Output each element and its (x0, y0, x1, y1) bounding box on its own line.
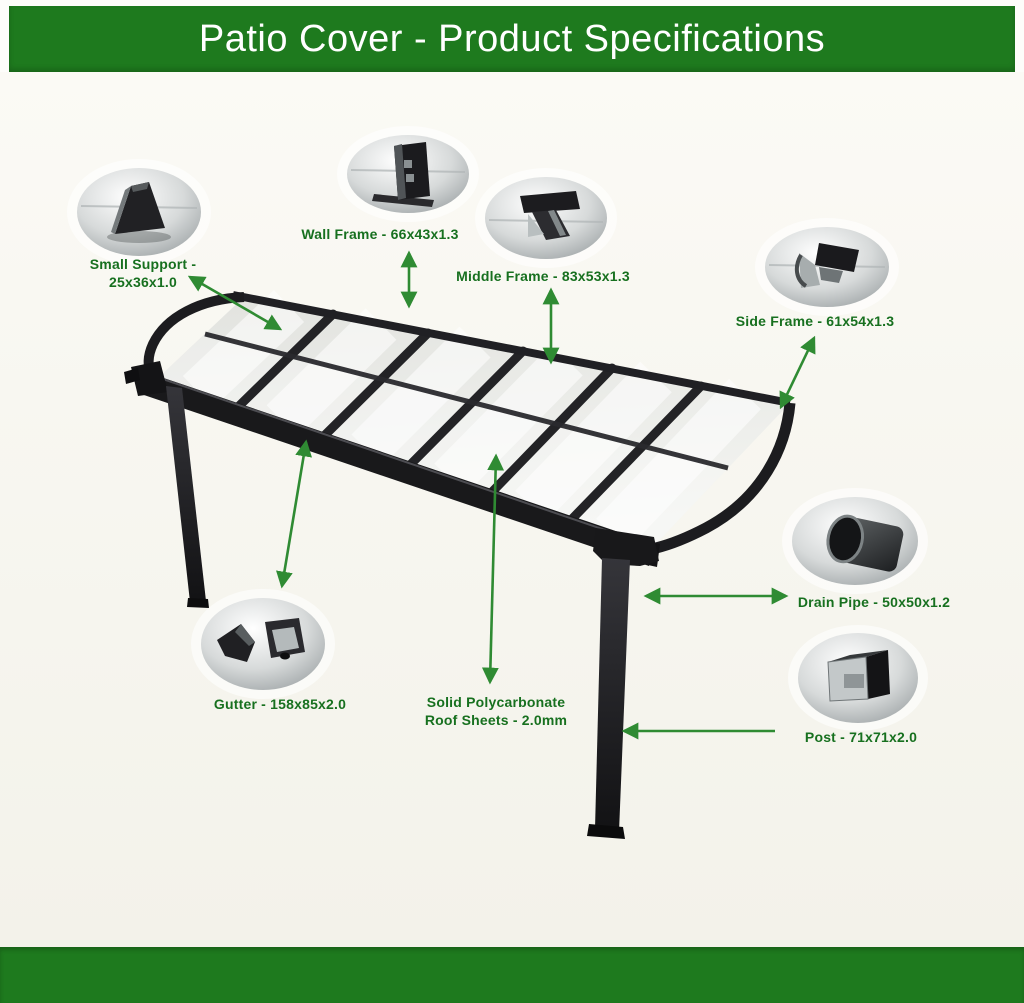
post-photo (788, 625, 928, 731)
footer-bar (0, 947, 1024, 1003)
drain-pipe-photo (782, 488, 928, 594)
gutter-photo (191, 589, 335, 699)
gutter-arrow (276, 439, 312, 589)
roof-purlin (204, 331, 729, 471)
gutter-beam-highlight (147, 373, 653, 547)
side-frame-arrow (779, 335, 816, 410)
callout-arrows (187, 250, 816, 740)
side-frame-photo (755, 218, 899, 316)
wall-frame-photo (337, 126, 479, 222)
right-post (595, 558, 630, 832)
page-title: Patio Cover - Product Specifications (198, 17, 826, 60)
side-frame-curve (654, 402, 796, 554)
gutter-left-cap (131, 361, 168, 396)
roof-front-row (158, 334, 728, 548)
small-support-arrow (187, 275, 283, 331)
middle-frame-photo (475, 168, 617, 268)
gutter-left-lip (124, 368, 140, 384)
right-post-base (587, 824, 625, 839)
header-bar: Patio Cover - Product Specifications (9, 6, 1015, 72)
gutter-beam (141, 372, 654, 566)
drain-elbow (593, 528, 659, 566)
roof-ribs (234, 309, 706, 525)
small-support-photo (67, 159, 211, 265)
wall-beam (232, 291, 791, 407)
left-post (166, 386, 206, 602)
canopy-structure (124, 290, 796, 839)
left-post-base (187, 598, 209, 608)
roof-sheets-arrow (481, 453, 505, 685)
